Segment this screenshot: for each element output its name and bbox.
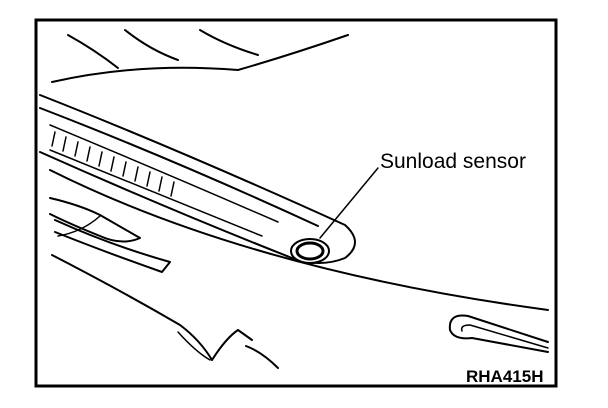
sunload-sensor	[290, 238, 330, 264]
callout-leader-line	[319, 167, 379, 239]
door-handle	[448, 314, 549, 353]
dashboard-top	[39, 94, 549, 311]
windshield-contours	[51, 29, 349, 83]
dashboard-side-trim	[49, 197, 279, 369]
sunload-sensor-label: Sunload sensor	[380, 150, 526, 173]
figure-code-label: RHA415H	[466, 367, 543, 386]
defroster-grille	[51, 131, 175, 197]
